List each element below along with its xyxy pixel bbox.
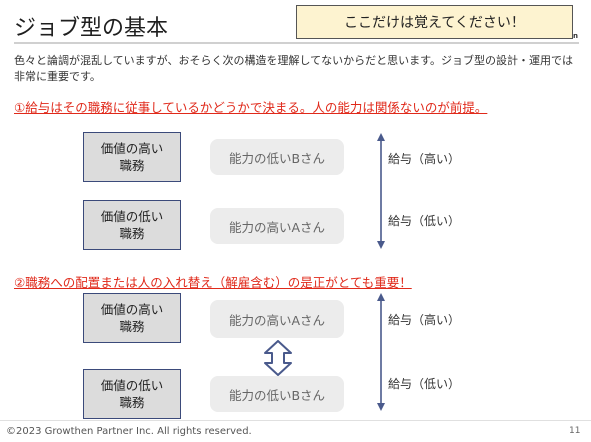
vertical-double-arrow-icon bbox=[377, 293, 385, 411]
copyright-footer: ©2023 Growthen Partner Inc. All rights r… bbox=[6, 426, 252, 437]
pay-label-high-1: 給与（高い） bbox=[388, 152, 461, 166]
person-pill-b-1: 能力の低いBさん bbox=[210, 139, 344, 175]
job-label-line2: 職務 bbox=[119, 158, 145, 173]
slide-title: ジョブ型の基本 bbox=[14, 16, 169, 41]
job-box-low-1: 価値の低い 職務 bbox=[83, 200, 181, 250]
section1-heading: ①給与はその職務に従事しているかどうかで決まる。人の能力は関係ないのが前提。 bbox=[14, 100, 488, 115]
vertical-double-arrow-icon bbox=[377, 133, 385, 249]
job-label-line1: 価値の高い bbox=[100, 302, 164, 317]
swap-double-arrow-icon bbox=[264, 340, 292, 376]
page-number: 11 bbox=[569, 426, 581, 436]
title-divider bbox=[14, 42, 579, 44]
section2-heading: ②職務への配置または人の入れ替え（解雇含む）の是正がとても重要！ bbox=[14, 275, 412, 290]
footer-divider bbox=[0, 420, 591, 421]
brand-fragment: n bbox=[573, 32, 578, 40]
person-pill-b-2: 能力の低いBさん bbox=[210, 376, 344, 412]
pay-label-low-2: 給与（低い） bbox=[388, 377, 461, 391]
person-pill-a-1: 能力の高いAさん bbox=[210, 208, 344, 244]
job-box-low-2: 価値の低い 職務 bbox=[83, 369, 181, 419]
job-label-line2: 職務 bbox=[119, 226, 145, 241]
pay-label-low-1: 給与（低い） bbox=[388, 214, 461, 228]
pay-label-high-2: 給与（高い） bbox=[388, 313, 461, 327]
job-label-line2: 職務 bbox=[119, 395, 145, 410]
job-label-line1: 価値の低い bbox=[100, 378, 164, 393]
job-box-high-1: 価値の高い 職務 bbox=[83, 132, 181, 182]
job-label-line1: 価値の低い bbox=[100, 209, 164, 224]
person-pill-a-2: 能力の高いAさん bbox=[210, 300, 344, 338]
job-label-line2: 職務 bbox=[119, 319, 145, 334]
job-box-high-2: 価値の高い 職務 bbox=[83, 293, 181, 343]
callout-box: ここだけは覚えてください！ bbox=[296, 5, 573, 39]
intro-text: 色々と論調が混乱していますが、おそらく次の構造を理解してないからだと思います。ジ… bbox=[14, 54, 574, 83]
job-label-line1: 価値の高い bbox=[100, 141, 164, 156]
